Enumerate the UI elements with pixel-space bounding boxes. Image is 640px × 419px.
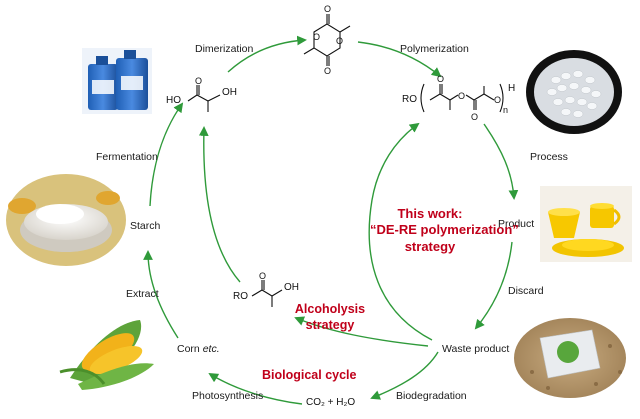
label-product: Product bbox=[498, 218, 535, 230]
arrow-de-re-polymerization bbox=[368, 122, 433, 341]
arrow-discard bbox=[474, 241, 513, 330]
ester-carbonyl-o: O bbox=[259, 271, 266, 281]
svg-text:O: O bbox=[458, 91, 465, 101]
lactic-acid-oh: OH bbox=[222, 87, 237, 98]
svg-text:O: O bbox=[324, 66, 331, 76]
lactic-acid-containers-image bbox=[82, 48, 152, 114]
label-dimerization: Dimerization bbox=[195, 43, 254, 55]
arrow-dimerization bbox=[227, 35, 307, 73]
svg-text:O: O bbox=[336, 36, 343, 46]
label-starch: Starch bbox=[130, 220, 161, 232]
polymer-ro: RO bbox=[402, 94, 417, 105]
lactic-acid-structure bbox=[187, 85, 221, 112]
arrow-process bbox=[483, 123, 519, 200]
lactide-oxygen-atoms: O O O O bbox=[313, 4, 343, 76]
lactic-acid-ho: HO bbox=[166, 95, 181, 106]
svg-text:O: O bbox=[494, 95, 501, 105]
highlight-biological-cycle: Biological cycle bbox=[262, 368, 357, 382]
lactic-acid-carbonyl-o: O bbox=[195, 76, 202, 86]
starch-flour-image bbox=[6, 174, 126, 266]
highlight-this-work: This work: “DE-RE polymerization” strate… bbox=[370, 206, 519, 254]
arrow-fermentation bbox=[149, 102, 184, 207]
pla-polymer-structure bbox=[420, 83, 504, 113]
label-waste-product: Waste product bbox=[442, 343, 510, 355]
arrow-photosynthesis bbox=[208, 372, 303, 405]
label-fermentation: Fermentation bbox=[96, 151, 158, 163]
co2-h2o: CO₂ + H₂O bbox=[306, 397, 356, 408]
arrow-ester-to-lactic bbox=[198, 126, 241, 283]
corn-image bbox=[59, 320, 154, 390]
arrow-alcoholysis bbox=[294, 316, 429, 347]
ester-oh: OH bbox=[284, 282, 299, 293]
lactate-ester-structure bbox=[251, 280, 283, 307]
label-photosynthesis: Photosynthesis bbox=[192, 390, 264, 402]
label-process: Process bbox=[530, 151, 568, 163]
svg-text:O: O bbox=[324, 4, 331, 14]
lactide-structure bbox=[303, 14, 351, 66]
svg-text:O: O bbox=[313, 32, 320, 42]
label-extract: Extract bbox=[126, 288, 159, 300]
arrow-extract bbox=[143, 250, 179, 339]
label-corn: Corn etc. bbox=[177, 343, 220, 355]
arrow-biodegradation bbox=[370, 351, 439, 400]
pla-pellets-image bbox=[526, 50, 622, 134]
polymer-n: n bbox=[503, 105, 509, 115]
waste-soil-image bbox=[514, 318, 626, 398]
highlight-alcoholysis: Alcoholysis strategy bbox=[294, 302, 366, 332]
svg-text:O: O bbox=[437, 74, 444, 84]
label-polymerization: Polymerization bbox=[400, 43, 469, 55]
polymer-h: H bbox=[508, 83, 516, 94]
label-biodegradation: Biodegradation bbox=[396, 390, 467, 402]
svg-text:O: O bbox=[471, 112, 478, 122]
ester-ro: RO bbox=[233, 291, 248, 302]
arrow-polymerization bbox=[357, 41, 442, 78]
pla-oxygen-atoms: O O O O bbox=[437, 74, 501, 122]
label-discard: Discard bbox=[508, 285, 544, 297]
pla-tableware-image bbox=[540, 186, 632, 262]
